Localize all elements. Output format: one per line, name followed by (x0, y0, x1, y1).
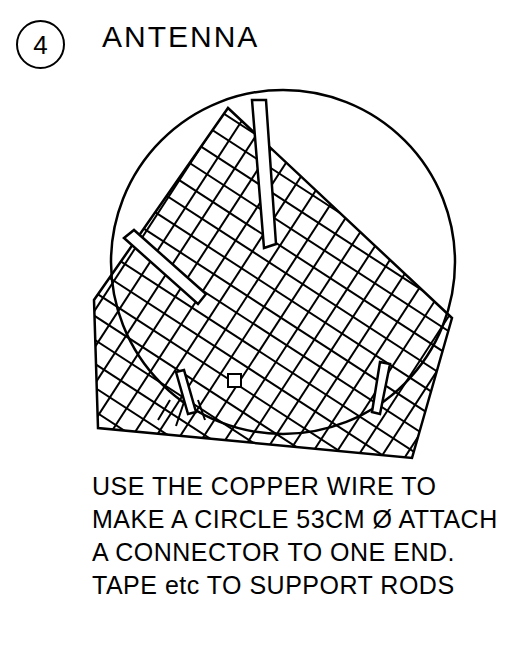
mesh-wire (258, 85, 527, 652)
mesh-wire (0, 190, 527, 626)
copper-wire-circle (111, 90, 455, 434)
support-rod (372, 362, 390, 414)
mesh-wire (5, 0, 527, 407)
connector (228, 374, 241, 387)
mesh-wire (91, 0, 527, 647)
mesh-wire (92, 0, 527, 273)
callout-number: 4 (33, 32, 47, 58)
mesh-wire (0, 0, 375, 549)
tape-marks (158, 400, 205, 426)
mesh-wire (0, 0, 308, 506)
mesh-wire (0, 206, 523, 642)
mesh-wire (0, 39, 527, 475)
mesh-wire (275, 96, 527, 652)
title: ANTENNA (102, 20, 259, 54)
mesh-wire (0, 0, 292, 495)
mesh-wire (0, 0, 325, 517)
mesh-wire (0, 5, 527, 441)
mesh-wire (7, 0, 443, 593)
support-rod (252, 100, 276, 248)
mesh-wire (0, 22, 527, 458)
support-rod (124, 230, 206, 304)
support-rod (176, 370, 196, 414)
mesh-wire (0, 0, 275, 484)
note-layer: USE THE COPPER WIRE TO MAKE A CIRCLE 53C… (92, 470, 512, 602)
mesh-wire (59, 0, 527, 323)
mesh-wire (0, 0, 258, 473)
callout-circle: 4 (16, 20, 65, 69)
mesh-wire (0, 89, 527, 525)
mesh-outline (94, 108, 452, 458)
mesh-wire (70, 0, 527, 307)
mesh-wire (0, 223, 512, 652)
support-rods (124, 100, 390, 414)
mesh-wire (48, 0, 527, 340)
mesh-wire (0, 0, 359, 538)
mesh-wire (0, 0, 342, 527)
instruction-note: USE THE COPPER WIRE TO MAKE A CIRCLE 53C… (92, 470, 512, 602)
mesh-wire (0, 72, 527, 508)
